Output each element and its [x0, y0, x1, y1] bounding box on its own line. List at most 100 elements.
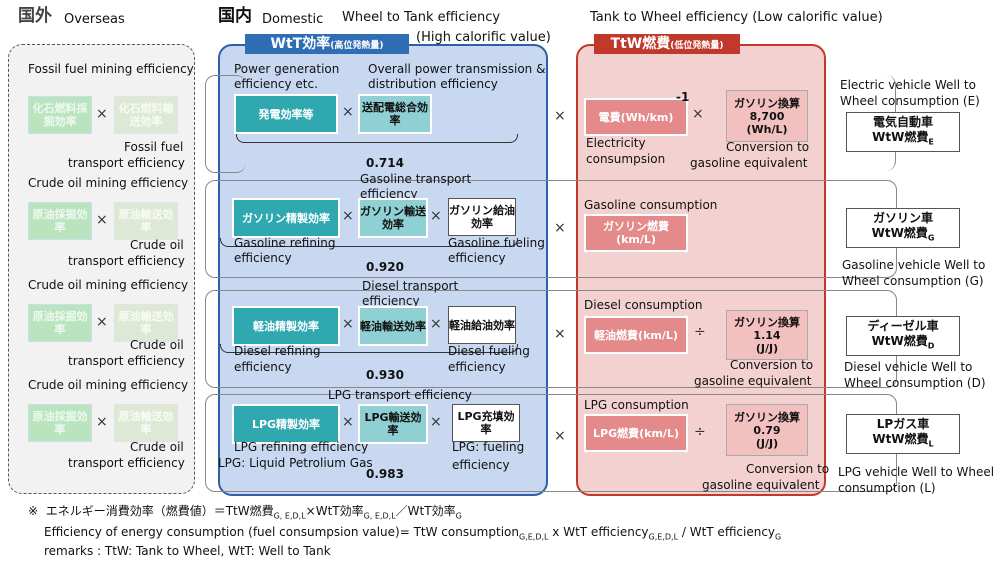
ov-row2-bottom1: Crude oil [130, 238, 184, 252]
wtt-row2-label-b: Gasoline fueling [448, 236, 545, 250]
wtt-tab: WtT効率(高位発熱量) [245, 34, 409, 54]
ov-row1-label: Fossil fuel mining efficiency [28, 62, 194, 76]
overseas-header-en: Overseas [64, 12, 125, 27]
ov-row1-box2: 化石燃料輸送効率 [114, 96, 178, 134]
ov-row4-box1: 原油採掘効率 [28, 404, 92, 442]
ov-row4-bottom2: transport efficiency [68, 456, 185, 470]
ttw-row4-divide: ÷ [694, 424, 706, 440]
wtt-row3-times2: × [430, 316, 442, 332]
ttw-row3-label-b2: gasoline equivalent [694, 374, 812, 388]
wtt-row1-value: 0.714 [366, 156, 404, 170]
ov-row2-box1: 原油採掘効率 [28, 202, 92, 240]
ttw-row3-label-top: Diesel consumption [584, 298, 703, 312]
ttw-row4-label-b2: gasoline equivalent [702, 478, 820, 492]
wtt-row3-label-a: Diesel refining [234, 344, 321, 358]
res-row2-label: Gasoline vehicle Well to [842, 258, 986, 272]
wtt-row4-box1: LPG精製効率 [232, 404, 340, 444]
ttw-row1-times: × [692, 106, 704, 122]
wtt-row4-label-c: LPG: Liquid Petrolium Gas [218, 456, 373, 470]
wtt-row4-label-a: LPG refining efficiency [234, 440, 369, 454]
wtt-row1-label-a: Power generation [234, 62, 340, 76]
ov-row2-bottom2: transport efficiency [68, 254, 185, 268]
wtt-row1-label-b: Overall power transmission & [368, 62, 546, 76]
ov-row1-box1: 化石燃料採掘効率 [28, 96, 92, 134]
ov-row2-box2: 原油輸送効率 [114, 202, 178, 240]
ttw-row4-box1: LPG燃費(km/L) [584, 414, 688, 452]
ttw-row1-label-a2: consumpsion [586, 152, 666, 166]
ov-row3-box2: 原油輸送効率 [114, 304, 178, 342]
ttw-title: Tank to Wheel efficiency (Low calorific … [590, 10, 883, 25]
overseas-header-jp: 国外 [18, 6, 52, 26]
wtt-row1-label-a2: efficiency etc. [234, 77, 318, 91]
ttw-row2-label-top: Gasoline consumption [584, 198, 718, 212]
res-row4-label: LPG vehicle Well to Wheel [838, 465, 995, 479]
footer-line3: remarks : TtW: Tank to Wheel, WtT: Well … [44, 544, 331, 558]
wtt-row4-label-b: LPG: fueling [452, 440, 525, 454]
ttw-row3-label-b: Conversion to [730, 358, 814, 372]
row-bracket-1-left [205, 75, 246, 173]
wtt-row2-box3: ガソリン給油効率 [448, 198, 516, 236]
ttw-row2-box1: ガソリン燃費(km/L) [584, 214, 688, 252]
wtt-row3-value: 0.930 [366, 368, 404, 382]
wtt-row3-box1: 軽油精製効率 [232, 306, 340, 346]
ov-row1-times: × [96, 106, 108, 122]
wtt-row2-label-a2: efficiency [234, 251, 292, 265]
footer-line2: Efficiency of energy consumption (fuel c… [44, 525, 782, 542]
wtt-row3-label-b2: efficiency [448, 360, 506, 374]
ov-row4-times: × [96, 414, 108, 430]
ttw-row1-label-a: Electricity [586, 136, 646, 150]
ttw-row1-label-b2: gasoline equivalent [690, 156, 808, 170]
wtt-row3-label-b: Diesel fueling [448, 344, 530, 358]
wtt-row4-times2: × [430, 414, 442, 430]
res-row1-label: Electric vehicle Well to [840, 78, 976, 92]
ov-row3-times: × [96, 314, 108, 330]
wtt-row1-box2: 送配電総合効率 [358, 94, 432, 134]
row4-mid-times: × [554, 428, 566, 444]
domestic-header-jp: 国内 [218, 6, 252, 26]
wtt-row2-box2: ガソリン輸送効率 [358, 198, 428, 238]
ttw-row4-label-b: Conversion to [746, 462, 830, 476]
wtt-row4-value: 0.983 [366, 467, 404, 481]
domestic-header-en: Domestic [262, 12, 324, 27]
row3-mid-times: × [554, 326, 566, 342]
ov-row3-box1: 原油採掘効率 [28, 304, 92, 342]
wtt-row3-label-top: Diesel transport [362, 279, 459, 293]
res-row1-label2: Wheel consumption (E) [840, 94, 980, 108]
wtt-row4-times1: × [342, 414, 354, 430]
footer-line1: ※ エネルギー消費効率（燃費値）＝TtW燃費G, E,D,L×WtT効率G, E… [28, 504, 462, 521]
ov-row4-bottom1: Crude oil [130, 440, 184, 454]
wtt-row2-box1: ガソリン精製効率 [232, 198, 340, 238]
wtt-row4-label-b2: efficiency [452, 458, 510, 472]
ttw-row1-exp: -1 [676, 90, 690, 104]
ov-row4-box2: 原油輸送効率 [114, 404, 178, 442]
wtt-row1-brace [236, 134, 518, 143]
ov-row4-label: Crude oil mining efficiency [28, 378, 189, 392]
ov-row2-times: × [96, 212, 108, 228]
row1-mid-times: × [554, 108, 566, 124]
ov-row3-bottom1: Crude oil [130, 338, 184, 352]
ttw-row1-label-b: Conversion to [726, 140, 810, 154]
wtt-title: Wheel to Tank efficiency [342, 10, 501, 25]
res-row4-label2: consumption (L) [838, 481, 936, 495]
res-row2-label2: Wheel consumption (G) [842, 274, 984, 288]
wtt-row2-value: 0.920 [366, 260, 404, 274]
wtt-row2-label-b2: efficiency [448, 251, 506, 265]
wtt-row1-label-b2: distribution efficiency [368, 77, 498, 91]
ov-row1-bottom2: transport efficiency [68, 156, 185, 170]
wtt-row4-box2: LPG輸送効率 [358, 404, 428, 444]
ov-row3-bottom2: transport efficiency [68, 354, 185, 368]
row2-mid-times: × [554, 220, 566, 236]
ttw-row3-box1: 軽油燃費(km/L) [584, 316, 688, 354]
wtt-row3-box3: 軽油給油効率 [448, 306, 516, 344]
wtt-title-2: (High calorific value) [416, 30, 551, 45]
wtt-row3-times1: × [342, 316, 354, 332]
wtt-row3-box2: 軽油輸送効率 [358, 306, 428, 346]
wtt-row3-label-a2: efficiency [234, 360, 292, 374]
